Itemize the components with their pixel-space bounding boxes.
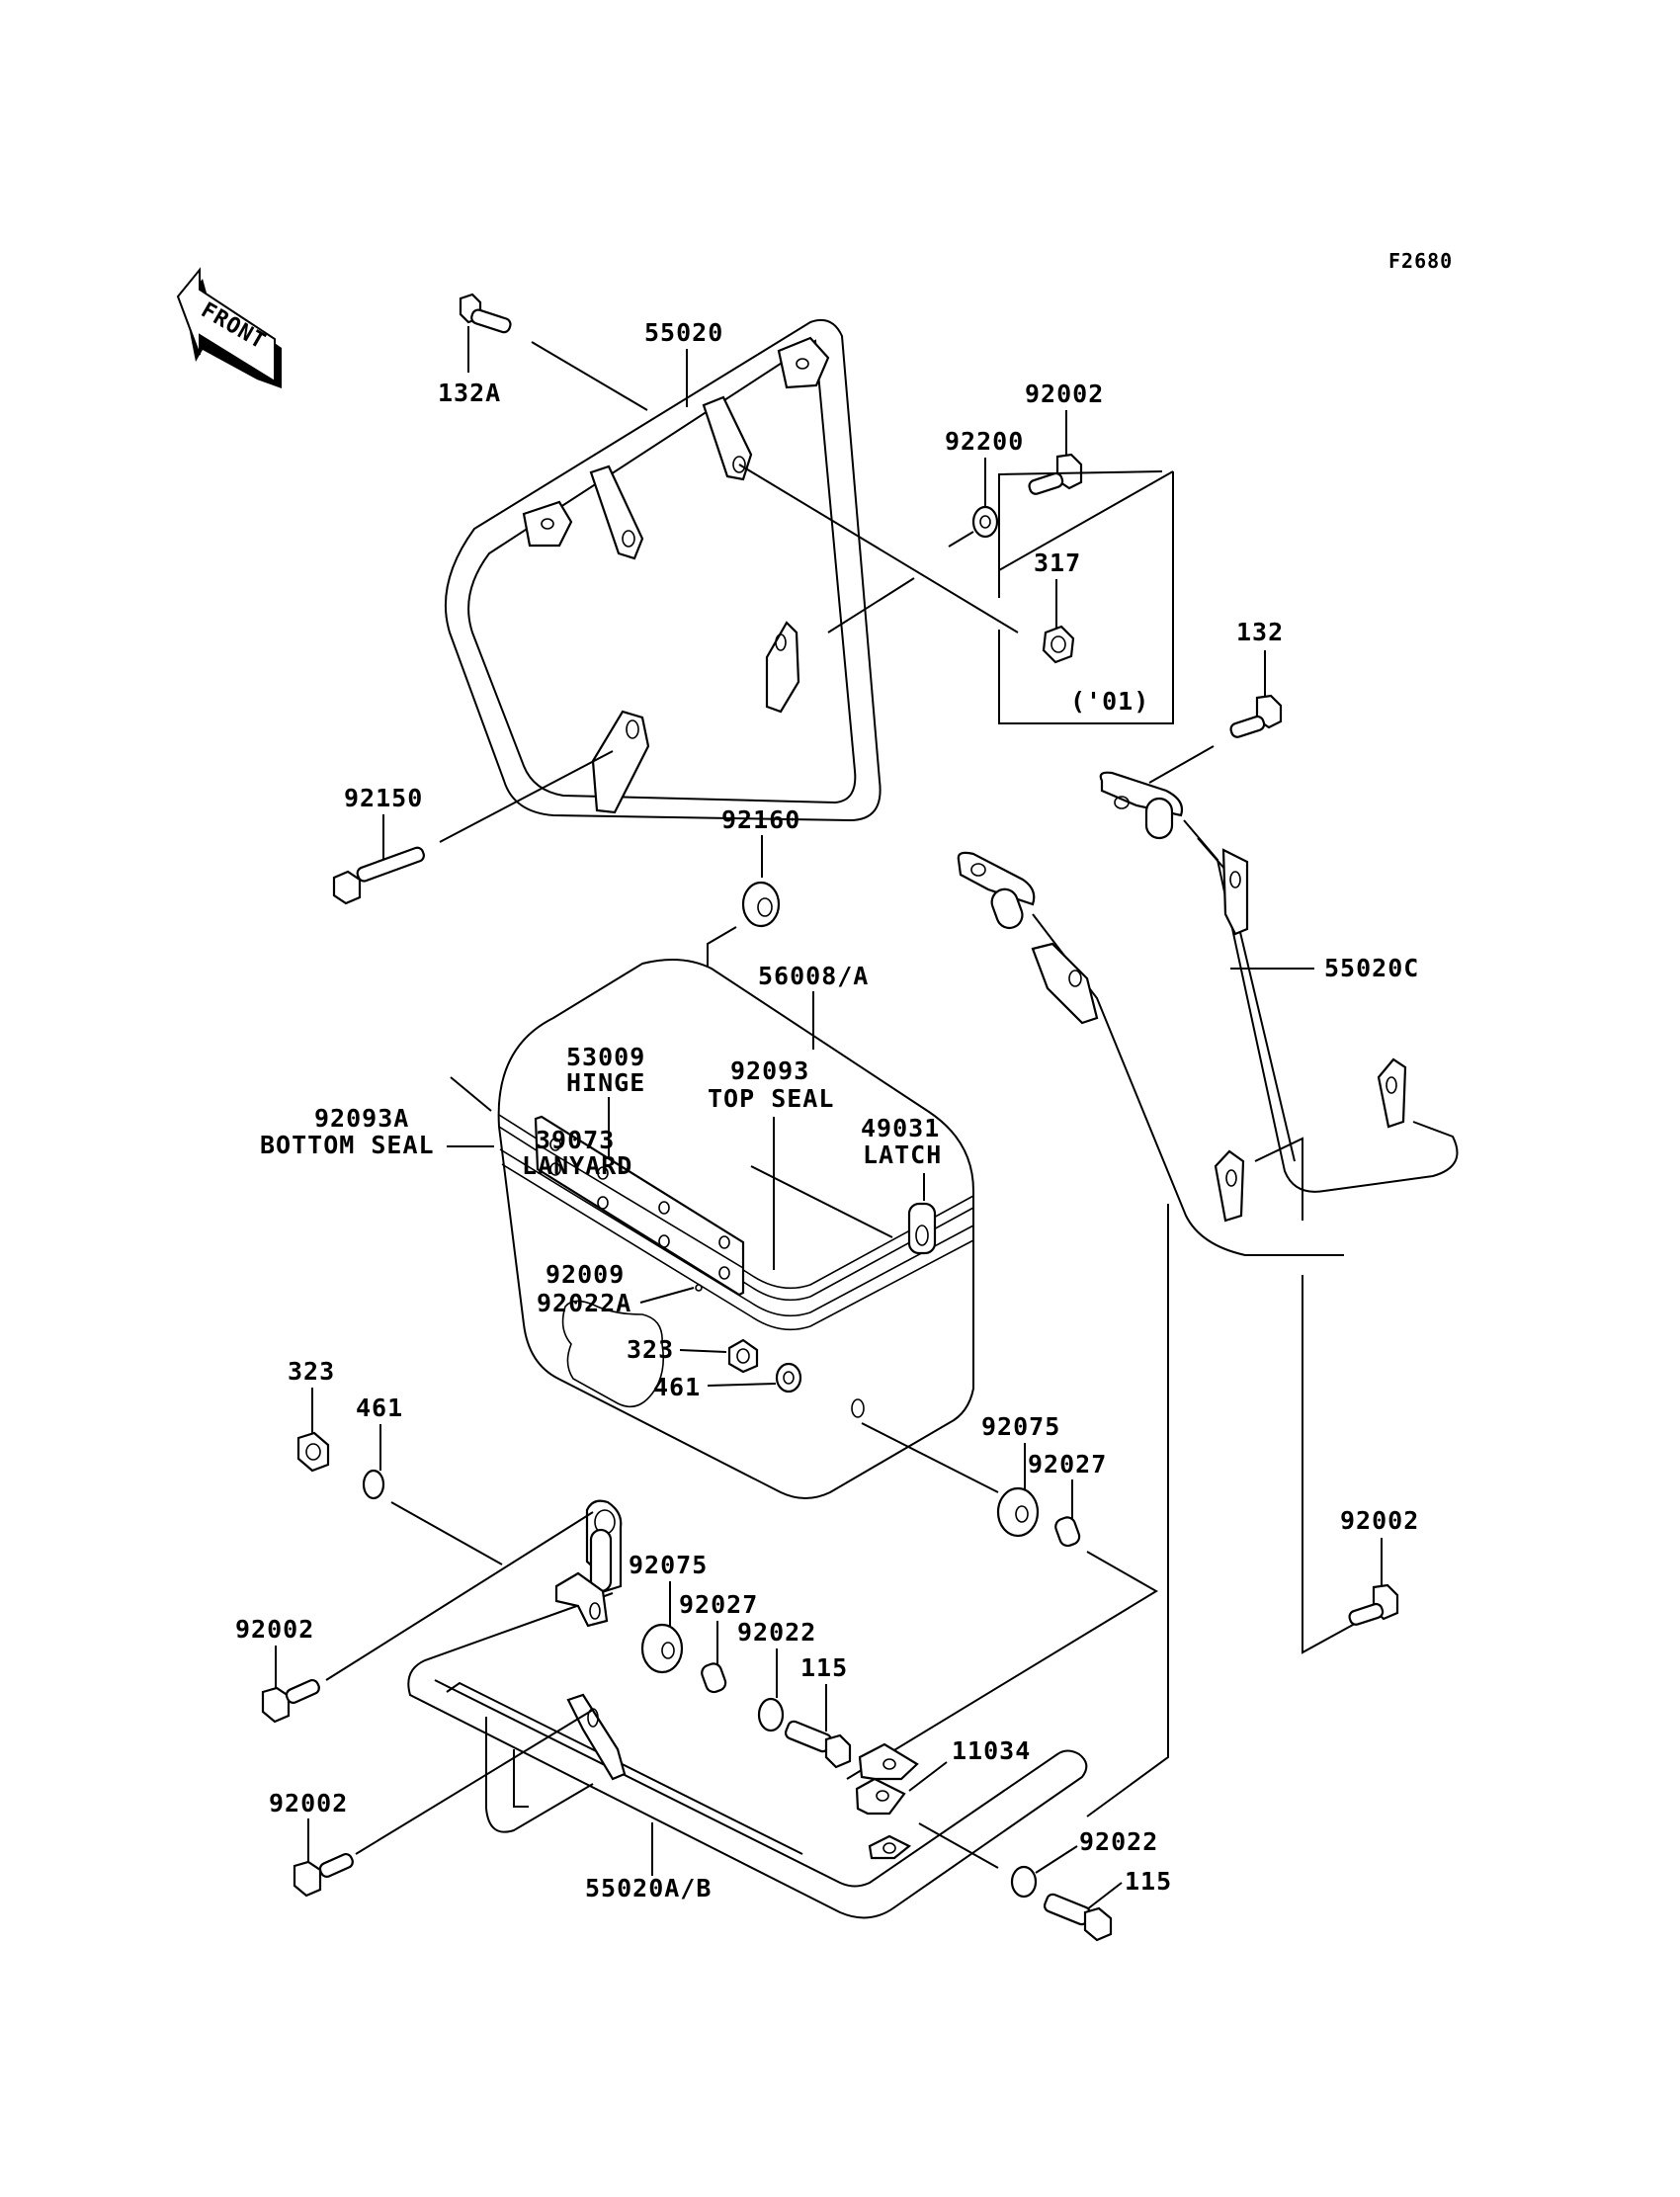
bolt-92002-top-icon bbox=[1028, 453, 1083, 495]
label-lanyard: LANYARD bbox=[522, 1151, 632, 1180]
nut-317-icon bbox=[1042, 625, 1075, 664]
washer-92022-low-icon bbox=[1010, 1865, 1038, 1899]
washer-92200-icon bbox=[971, 505, 999, 539]
washer-92022-mid-icon bbox=[757, 1697, 785, 1732]
grommet-92075-right-icon bbox=[996, 1486, 1040, 1538]
figure-id: F2680 bbox=[1388, 249, 1453, 273]
label-92075-mid: 92075 bbox=[629, 1551, 708, 1579]
label-92002-right: 92002 bbox=[1340, 1506, 1419, 1535]
nut-323-icon bbox=[296, 1431, 330, 1473]
side-case-56008 bbox=[497, 959, 974, 1499]
bolt-132a-icon bbox=[459, 293, 512, 334]
washer-461-icon bbox=[362, 1469, 385, 1500]
label-92022-low: 92022 bbox=[1079, 1827, 1158, 1856]
label-92075-right: 92075 bbox=[981, 1412, 1060, 1441]
label-323-outer: 323 bbox=[288, 1357, 335, 1386]
label-55020ab: 55020A/B bbox=[585, 1874, 712, 1902]
label-92022-mid: 92022 bbox=[737, 1618, 816, 1647]
label-115-mid: 115 bbox=[800, 1653, 848, 1682]
label-top-seal: TOP SEAL bbox=[708, 1084, 834, 1113]
front-arrow-icon: FRONT bbox=[176, 267, 282, 388]
bolt-92002-left2-icon bbox=[293, 1852, 354, 1898]
label-92027-right: 92027 bbox=[1028, 1450, 1107, 1479]
label-11034: 11034 bbox=[952, 1736, 1031, 1765]
label-92160: 92160 bbox=[721, 805, 800, 834]
label-53009: 53009 bbox=[566, 1043, 645, 1071]
label-92093: 92093 bbox=[730, 1056, 809, 1085]
label-461-outer: 461 bbox=[356, 1394, 403, 1422]
label-317: 317 bbox=[1034, 549, 1081, 577]
label-132a: 132A bbox=[438, 379, 501, 407]
bolt-92150-icon bbox=[332, 846, 425, 905]
label-92027-mid: 92027 bbox=[679, 1590, 758, 1619]
variant-box bbox=[998, 470, 1174, 724]
bracket-55020c bbox=[957, 771, 1459, 1256]
label-49031: 49031 bbox=[861, 1114, 940, 1142]
label-92200: 92200 bbox=[945, 427, 1024, 456]
label-92093a: 92093A bbox=[314, 1104, 409, 1133]
label-latch: LATCH bbox=[863, 1141, 942, 1169]
label-55020: 55020 bbox=[644, 318, 723, 347]
bolt-115-mid-icon bbox=[784, 1720, 852, 1769]
variant-note: ('01) bbox=[1070, 687, 1149, 716]
bolt-92002-right-icon bbox=[1348, 1583, 1399, 1626]
bracket-11034-icon bbox=[855, 1777, 906, 1816]
label-55020c: 55020C bbox=[1324, 954, 1419, 982]
label-92002-left2: 92002 bbox=[269, 1789, 348, 1817]
label-323-inner: 323 bbox=[627, 1335, 674, 1364]
label-115-low: 115 bbox=[1125, 1867, 1172, 1896]
bolt-92002-left1-icon bbox=[261, 1678, 320, 1724]
label-56008a: 56008/A bbox=[758, 962, 869, 990]
label-bottom-seal: BOTTOM SEAL bbox=[260, 1131, 435, 1159]
frame-55020 bbox=[444, 318, 882, 822]
label-39073: 39073 bbox=[536, 1126, 615, 1154]
label-461-inner: 461 bbox=[653, 1373, 701, 1401]
label-132: 132 bbox=[1236, 618, 1284, 646]
bolt-132-icon bbox=[1229, 694, 1283, 738]
label-92009: 92009 bbox=[546, 1260, 625, 1289]
grommet-92160-icon bbox=[741, 881, 781, 928]
label-92002-left1: 92002 bbox=[235, 1615, 314, 1644]
collar-92027-mid-icon bbox=[701, 1662, 727, 1694]
label-92150: 92150 bbox=[344, 784, 423, 812]
bolt-115-low-icon bbox=[1043, 1893, 1113, 1942]
label-92022a: 92022A bbox=[537, 1289, 631, 1317]
label-hinge: HINGE bbox=[566, 1068, 645, 1097]
collar-92027-right-icon bbox=[1054, 1516, 1081, 1548]
label-92002-top: 92002 bbox=[1025, 380, 1104, 408]
